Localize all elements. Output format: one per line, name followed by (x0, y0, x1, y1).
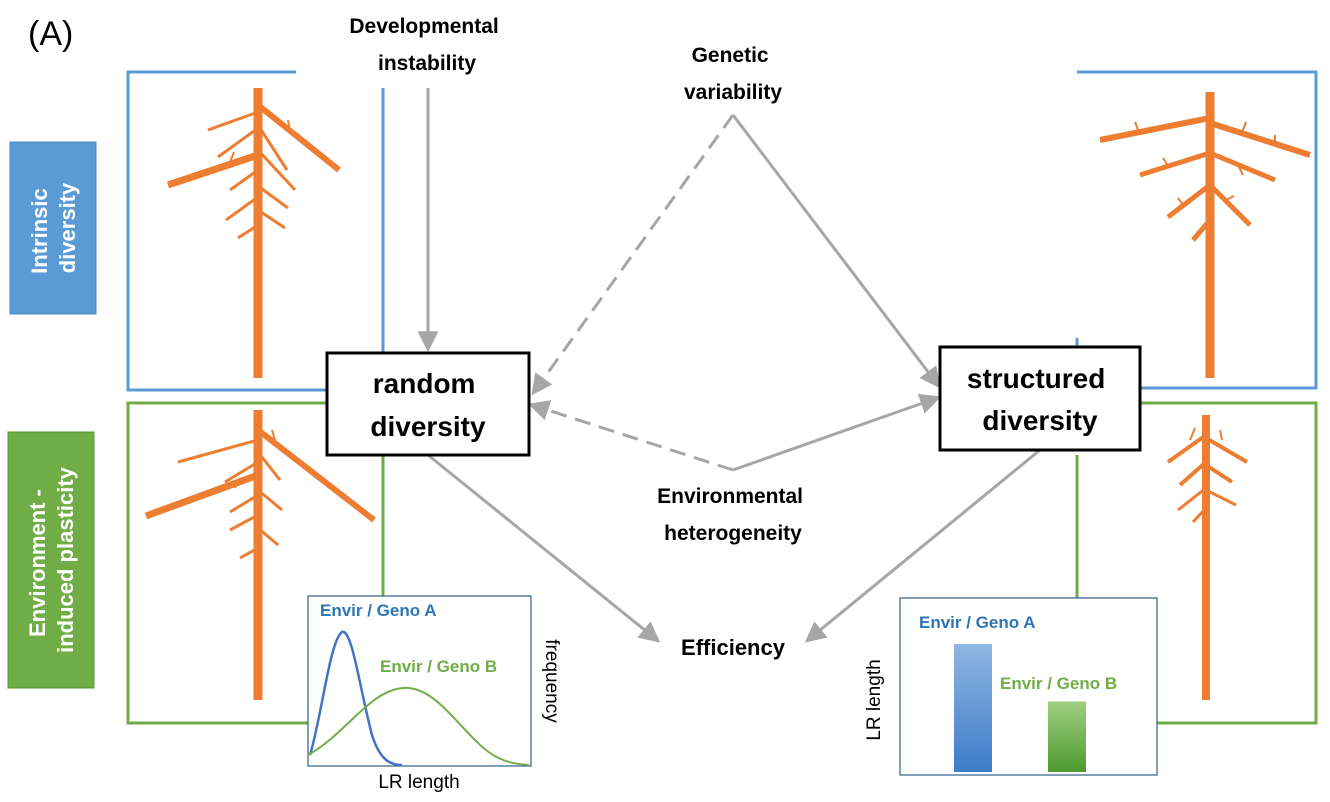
node-structured-line1: structured (967, 363, 1105, 394)
curve-geno-a (308, 630, 403, 767)
row-label-intrinsic-line1: Intrinsic (27, 188, 52, 274)
left-intrinsic-frame (126, 70, 385, 392)
row-label-intrinsic: Intrinsic diversity (9, 141, 97, 315)
label-genetic-variability-line1: Genetic (692, 44, 769, 67)
root-random-intrinsic (166, 88, 341, 378)
label-developmental-instability-line2: instability (378, 52, 476, 75)
row-label-environment-line2: induced plasticity (53, 466, 78, 653)
arrow-structured-to-efficiency (804, 448, 1041, 643)
arrow-environment-to-random (528, 400, 734, 472)
root-random-plasticity (144, 410, 376, 700)
svg-text:random diversity: random diversity (370, 368, 486, 442)
svg-text:structured diversity: structured diversity (967, 363, 1113, 436)
row-label-environment-line1: Environment - (25, 489, 50, 637)
svg-text:Intrinsic diversity: Intrinsic diversity (27, 182, 80, 274)
label-genetic-variability-line2: variability (684, 81, 782, 104)
node-random-line2: diversity (370, 411, 486, 442)
node-random-line1: random (373, 368, 476, 399)
bar-label-geno-b: Envir / Geno B (1000, 674, 1117, 693)
arrow-environment-to-structured (732, 393, 941, 472)
bar-geno-a (954, 644, 992, 772)
arrow-random-to-efficiency (427, 453, 661, 643)
label-environmental-heterogeneity: Environmental heterogeneity (657, 485, 809, 545)
panel-label: (A) (28, 15, 73, 53)
row-label-environment: Environment - induced plasticity (7, 431, 95, 689)
label-environmental-heterogeneity-line2: heterogeneity (664, 522, 802, 545)
distribution-inset-frame (307, 595, 532, 767)
bar-ylabel: LR length (864, 659, 885, 740)
arrows (417, 88, 1041, 643)
row-label-intrinsic-line2: diversity (55, 182, 80, 273)
root-structured-intrinsic (1099, 92, 1311, 378)
svg-text:Environment - induced pl: Environment - induced plasticity (25, 466, 78, 653)
distribution-inset: Envir / Geno A Envir / Geno B LR length … (307, 595, 562, 793)
bar-label-geno-a: Envir / Geno A (919, 613, 1036, 632)
node-random-diversity: random diversity (325, 351, 531, 457)
left-plasticity-frame (126, 401, 327, 725)
distribution-ylabel: frequency (541, 639, 562, 723)
root-structured-plasticity (1166, 415, 1249, 700)
node-structured-line2: diversity (982, 405, 1098, 436)
distribution-label-geno-b: Envir / Geno B (380, 657, 497, 676)
label-environmental-heterogeneity-line1: Environmental (657, 485, 803, 508)
node-structured-diversity: structured diversity (938, 345, 1142, 452)
label-genetic-variability: Genetic variability (684, 44, 782, 104)
label-developmental-instability-line1: Developmental (349, 15, 498, 38)
distribution-label-geno-a: Envir / Geno A (320, 601, 437, 620)
right-plasticity-frame (1140, 401, 1318, 725)
node-efficiency: Efficiency (681, 635, 786, 660)
curve-geno-b (307, 686, 530, 766)
bar-inset-frame (899, 597, 1158, 776)
bar-inset: Envir / Geno A Envir / Geno B LR length (864, 597, 1158, 776)
distribution-xlabel: LR length (378, 772, 459, 793)
bar-geno-b (1048, 701, 1086, 772)
arrow-genetic-to-random (531, 114, 735, 396)
arrow-genetic-to-structured (731, 114, 941, 389)
label-developmental-instability: Developmental instability (349, 15, 504, 75)
